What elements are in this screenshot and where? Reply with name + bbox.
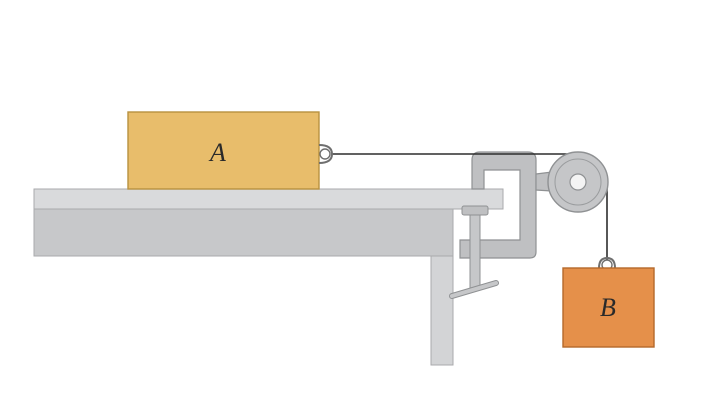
block-a: A: [127, 111, 334, 190]
pulley-icon: [547, 151, 609, 213]
clamp-pad: [461, 205, 489, 216]
clamp-screw: [469, 209, 481, 289]
table-top: [33, 188, 504, 210]
block-b-label: B: [600, 293, 616, 322]
pulley-groove: [554, 158, 602, 206]
hook-icon: [598, 256, 616, 269]
hook-ring-a: [319, 148, 331, 160]
block-a-body: [127, 111, 320, 190]
table-apron: [33, 207, 454, 257]
hook-icon: [318, 144, 334, 164]
block-a-label: A: [208, 138, 226, 167]
pulley-hub: [569, 173, 587, 191]
block-b-body: [562, 267, 655, 348]
clamp-handle-highlight: [450, 281, 498, 298]
block-b: B: [562, 256, 655, 348]
